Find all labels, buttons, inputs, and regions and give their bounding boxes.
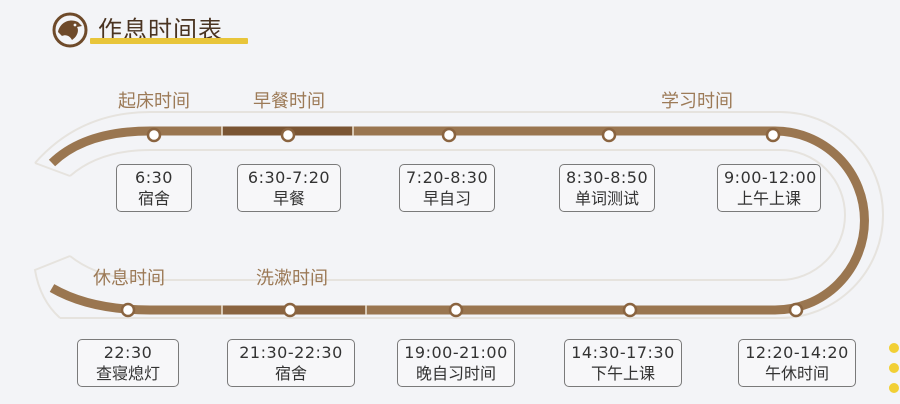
section-label-wakeup: 起床时间 bbox=[118, 91, 190, 112]
section-label-study: 学习时间 bbox=[661, 91, 733, 112]
title-underline bbox=[90, 38, 248, 44]
eagle-head-icon bbox=[52, 12, 88, 48]
section-label-wash: 洗漱时间 bbox=[256, 268, 328, 289]
section-label-breakfast: 早餐时间 bbox=[253, 91, 325, 112]
decorative-dots bbox=[889, 343, 900, 403]
section-label-rest: 休息时间 bbox=[93, 268, 165, 289]
